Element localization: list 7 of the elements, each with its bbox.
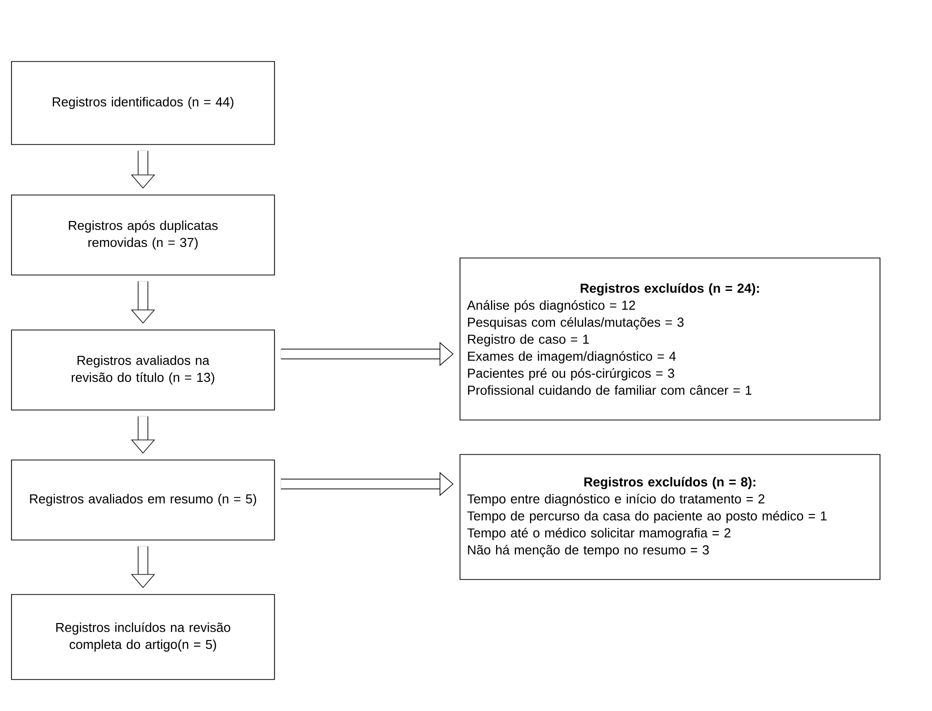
exclusion-box: Registros excluídos (n = 24): Análise pós diagnóstico = 12 Pesquisas com células/mutações = 3 Registro de caso = 1 Exames de imagem/diagnóstico = 4 Pacientes pré ou pós-cirúrgicos = 3 Profissional cuidando de familiar com câncer = 1 <box>460 258 880 420</box>
exclusion-box: Registros excluídos (n = 8): Tempo entre diagnóstico e início do tratamento = 2 Tempo de percurso da casa do paciente ao posto médico = 1 Tempo até o médico solicitar mamografia = 2 Não há menção de tempo no resumo = 3 <box>460 454 880 580</box>
process-box: Registros avaliados em resumo (n = 5) <box>11 460 275 540</box>
process-box: Registros avaliados na revisão do título (n = 13) <box>11 330 275 410</box>
process-box: Registros incluídos na revisão completa do artigo(n = 5) <box>11 594 275 680</box>
process-box: Registros identificados (n = 44) <box>11 61 275 145</box>
process-box: Registros após duplicatas removidas (n = 37) <box>11 194 275 276</box>
